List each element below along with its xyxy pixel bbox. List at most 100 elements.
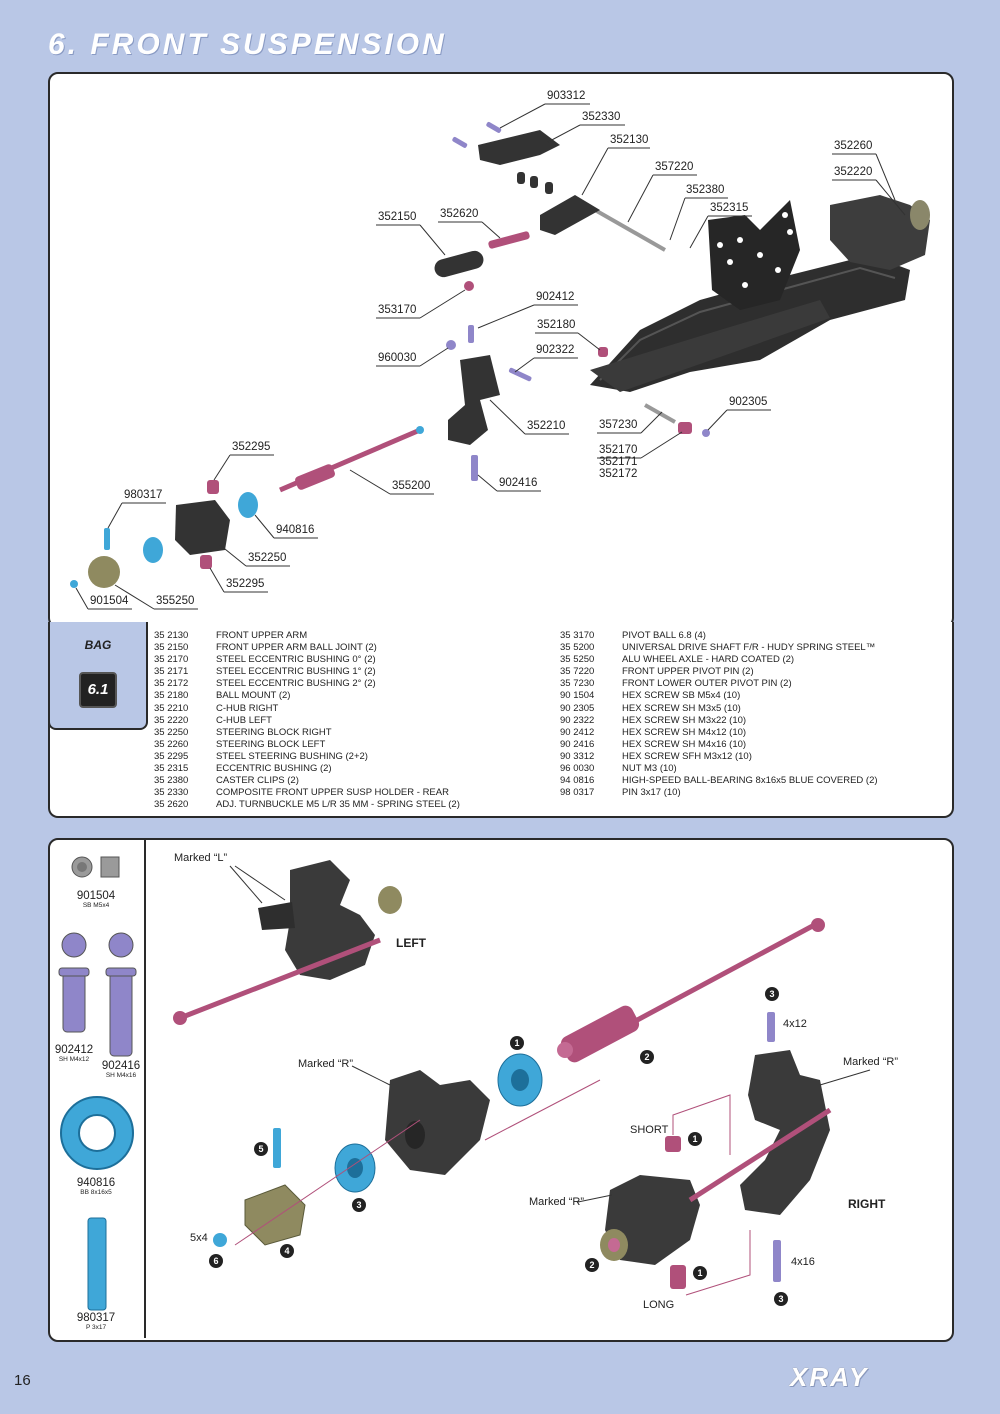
part-code: 35 2260 — [154, 738, 189, 750]
label-352330: 352330 — [582, 111, 621, 123]
c-hub-right-assembled — [830, 195, 930, 270]
right-assembled-unit — [600, 1050, 832, 1265]
side-code-902412: 902412 SH M4x12 — [52, 1044, 96, 1063]
part-code: 35 2220 — [154, 714, 189, 726]
screw-902416 — [471, 455, 478, 481]
bag-label: BAG — [84, 638, 112, 652]
turnbuckle — [488, 231, 530, 249]
wheel-axle — [88, 556, 120, 588]
label-902412: 902412 — [536, 291, 575, 303]
part-code: 35 2330 — [154, 787, 189, 799]
left-assembled-unit — [173, 860, 402, 1025]
parts-list-row: 35 2260 STEERING BLOCK LEFT — [154, 739, 460, 751]
side-hardware-980317 — [87, 1217, 107, 1311]
label-357220: 357220 — [655, 161, 694, 173]
side-code-902416-value: 902416 — [101, 1060, 141, 1072]
step-marker-3b: 3 — [765, 987, 779, 1001]
label-980317: 980317 — [124, 489, 163, 501]
step-marker-6: 6 — [209, 1254, 223, 1268]
part-description: ECCENTRIC BUSHING (2) — [216, 763, 332, 775]
side-hardware-902416 — [105, 932, 137, 1057]
dim-4x12: 4x12 — [783, 1018, 807, 1030]
label-355200: 355200 — [392, 480, 431, 492]
label-902305: 902305 — [729, 396, 768, 408]
upper-pivot-pin — [594, 208, 666, 252]
label-901504: 901504 — [90, 595, 129, 607]
upper-arm-ball-joint — [434, 250, 484, 278]
label-352260: 352260 — [834, 140, 873, 152]
side-code-980317: 980317 P 3x17 — [48, 1312, 144, 1331]
eccentric-bushing — [678, 422, 692, 434]
screw-902412 — [468, 325, 474, 343]
page-title: 6. FRONT SUSPENSION — [48, 28, 447, 61]
side-code-980317-sub: P 3x17 — [85, 1324, 107, 1331]
assembly-guides — [234, 1079, 601, 1246]
step-marker-4: 4 — [280, 1244, 294, 1258]
bearing-940816-b — [143, 537, 163, 563]
upper-susp-holder — [478, 130, 560, 165]
c-hub-right — [448, 355, 500, 445]
side-code-901504-sub: SB M5x4 — [82, 902, 110, 909]
ball-mount — [598, 347, 608, 357]
left-label: LEFT — [396, 936, 426, 950]
pin-980317 — [104, 528, 110, 550]
page-number: 16 — [14, 1372, 31, 1389]
part-code: 98 0317 — [560, 787, 595, 799]
side-code-940816-value: 940816 — [76, 1177, 116, 1189]
label-353170: 353170 — [378, 304, 417, 316]
front-bulkhead — [708, 200, 800, 310]
marked-l-label: Marked “L” — [174, 852, 228, 864]
label-903312: 903312 — [547, 90, 586, 102]
bushing-long — [670, 1265, 686, 1289]
part-code: 90 3312 — [560, 750, 595, 762]
part-code: 35 2171 — [154, 666, 189, 678]
label-352220: 352220 — [834, 166, 873, 178]
part-code: 90 2416 — [560, 738, 595, 750]
label-352172: 352172 — [599, 468, 638, 480]
part-description: BALL MOUNT (2) — [216, 690, 291, 702]
marked-r-label-3: Marked “R” — [529, 1196, 585, 1208]
part-description: STEERING BLOCK LEFT — [216, 738, 326, 750]
part-description: STEEL ECCENTRIC BUSHING 1° (2) — [216, 666, 376, 678]
part-code: 94 0816 — [560, 775, 595, 787]
side-code-902412-value: 902412 — [54, 1044, 94, 1056]
part-description: STEEL ECCENTRIC BUSHING 0° (2) — [216, 654, 376, 666]
part-code: 90 2322 — [560, 714, 595, 726]
part-code: 35 2250 — [154, 726, 189, 738]
part-description: FRONT LOWER OUTER PIVOT PIN (2) — [622, 678, 792, 690]
nut-960030 — [446, 340, 456, 350]
step-marker-1b: 1 — [688, 1132, 702, 1146]
front-upper-arm — [540, 195, 600, 235]
step-marker-2b: 2 — [585, 1258, 599, 1272]
side-code-902412-sub: SH M4x12 — [58, 1056, 90, 1063]
part-description: HEX SCREW SH M4x12 (10) — [622, 726, 747, 738]
leader-lines — [75, 103, 906, 610]
part-description: C-HUB RIGHT — [216, 702, 279, 714]
part-code: 35 2295 — [154, 750, 189, 762]
bag-indicator: BAG 6.1 — [48, 622, 148, 730]
part-description: ADJ. TURNBUCKLE M5 L/R 35 MM - SPRING ST… — [216, 799, 460, 811]
part-description: STEERING BLOCK RIGHT — [216, 726, 332, 738]
drive-shaft-assembly — [557, 918, 825, 1063]
marked-leaders — [229, 865, 871, 1203]
side-code-940816: 940816 BB 8x16x5 — [48, 1177, 144, 1196]
part-description: HEX SCREW SH M4x16 (10) — [622, 738, 747, 750]
screw-4x12 — [767, 1012, 775, 1042]
part-description: FRONT UPPER PIVOT PIN (2) — [622, 666, 754, 678]
short-label: SHORT — [630, 1124, 669, 1136]
part-code: 90 2305 — [560, 702, 595, 714]
part-code: 35 2172 — [154, 678, 189, 690]
label-352180: 352180 — [537, 319, 576, 331]
